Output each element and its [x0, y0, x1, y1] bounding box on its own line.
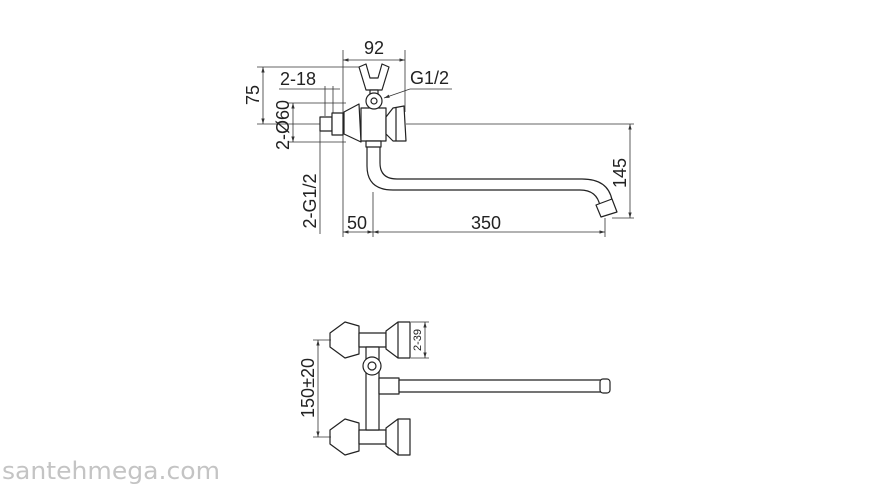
diverter-center — [370, 97, 378, 105]
spout-outer — [366, 147, 601, 207]
dim-horizontal-reach: 50 350 — [343, 192, 606, 237]
eccentric-nut — [331, 112, 344, 136]
dim-label-50: 50 — [347, 213, 367, 233]
dim-inlet-thread: 2-G1/2 — [300, 118, 321, 234]
dim-handle: 2-39 — [411, 321, 429, 359]
wall-flange — [343, 103, 362, 143]
spout-nozzle — [595, 198, 618, 218]
dim-label: 2-Ø60 — [273, 100, 293, 150]
spout-end — [599, 378, 611, 394]
side-view: 92 75 2-18 2-Ø60 G1/2 — [243, 38, 634, 237]
spout-base — [378, 377, 400, 395]
dim-label: 2-39 — [412, 329, 424, 351]
leader-arrow — [383, 88, 411, 99]
dim-inlet: 2-18 — [279, 69, 340, 116]
wall-flange — [329, 418, 360, 456]
dim-label: 145 — [610, 158, 630, 188]
dim-label: 2-G1/2 — [300, 173, 320, 228]
faucet-top — [362, 346, 611, 431]
top-view: 150±20 2-39 — [298, 321, 611, 456]
wall-flange — [329, 321, 360, 359]
upper-valve — [329, 321, 411, 359]
dim-label: 150±20 — [298, 358, 318, 418]
shower-holder — [358, 63, 390, 91]
dim-centers: 150±20 — [298, 339, 331, 438]
eccentric-thread — [319, 116, 333, 132]
dim-label: 75 — [243, 85, 263, 105]
watermark: santehmega.com — [2, 457, 220, 485]
valve-body — [358, 429, 387, 445]
dim-spout-height: 145 — [406, 123, 634, 219]
dim-label: 2-18 — [280, 69, 316, 89]
spout-pipe — [398, 379, 603, 393]
dim-label: G1/2 — [410, 68, 449, 88]
valve-body — [360, 107, 387, 142]
dim-holder-width: 92 — [343, 38, 405, 62]
spout-collar — [365, 140, 382, 148]
dim-label-350: 350 — [471, 213, 501, 233]
valve-body — [358, 332, 387, 348]
diverter-center — [367, 361, 377, 371]
dim-flange: 2-Ø60 — [273, 100, 346, 150]
dim-label: 92 — [364, 38, 384, 58]
dim-holder-height: 75 — [243, 66, 364, 125]
spout-inner — [379, 147, 613, 201]
faucet-side — [319, 63, 618, 218]
lower-valve — [329, 418, 411, 456]
dim-diverter-thread: G1/2 — [383, 68, 452, 99]
